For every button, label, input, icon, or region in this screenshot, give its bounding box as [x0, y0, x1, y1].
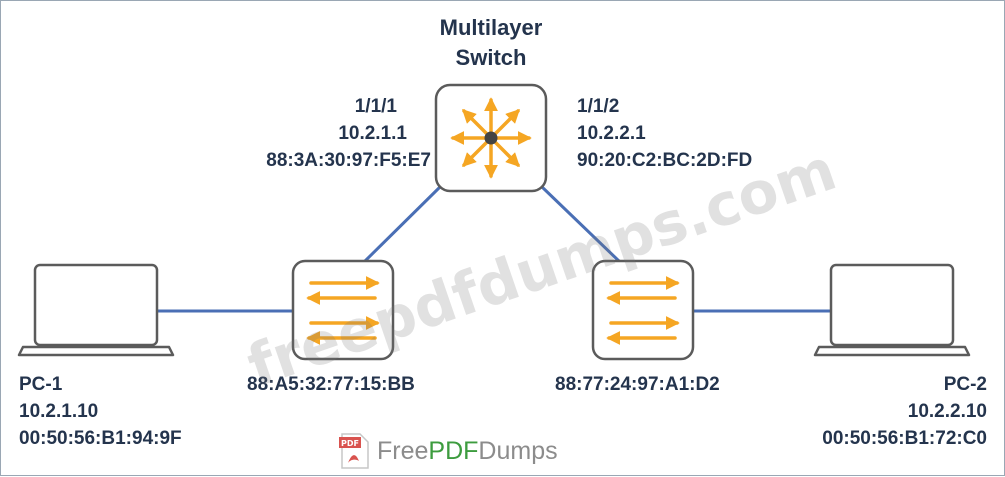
switch-title-line1: Multilayer	[439, 15, 543, 40]
switch-title: Multilayer Switch	[411, 13, 571, 73]
left-port-mac: 88:3A:30:97:F5:E7	[266, 150, 431, 171]
left-port-info: 1/1/1 10.2.1.1 88:3A:30:97:F5:E7	[191, 93, 431, 174]
logo-text-accent: PDF	[428, 436, 479, 465]
pc2-info: PC-2 10.2.2.10 00:50:56:B1:72:C0	[721, 371, 987, 452]
switch-title-line2: Switch	[455, 45, 527, 70]
left-port-name: 1/1/1	[354, 96, 397, 117]
pc2-name: PC-2	[943, 374, 987, 395]
right-port-name: 1/1/2	[577, 96, 620, 117]
right-port-mac: 90:20:C2:BC:2D:FD	[577, 150, 753, 171]
pc1-ip: 10.2.1.10	[19, 401, 99, 422]
logo-text-suffix: Dumps	[478, 436, 558, 465]
link-switch-to-right-access	[539, 184, 623, 265]
right-access-switch-mac: 88:77:24:97:A1:D2	[555, 374, 720, 395]
pdf-file-icon: PDF	[339, 433, 369, 469]
access-switch-icon	[591, 259, 695, 361]
multilayer-switch-icon	[434, 83, 548, 193]
right-port-info: 1/1/2 10.2.2.1 90:20:C2:BC:2D:FD	[567, 93, 752, 174]
pc2-mac: 00:50:56:B1:72:C0	[822, 428, 987, 449]
laptop-icon	[813, 263, 971, 357]
access-switch-icon	[291, 259, 395, 361]
pc1-name: PC-1	[19, 374, 63, 395]
pc2-ip: 10.2.2.10	[907, 401, 987, 422]
watermark-logo-text: FreePDFDumps	[377, 437, 558, 466]
watermark-logo: PDF FreePDFDumps	[339, 433, 558, 469]
left-access-switch-mac: 88:A5:32:77:15:BB	[247, 374, 415, 395]
logo-text-prefix: Free	[377, 436, 429, 465]
left-port-ip: 10.2.1.1	[338, 123, 407, 144]
laptop-icon	[17, 263, 175, 357]
pc1-info: PC-1 10.2.1.10 00:50:56:B1:94:9F	[19, 371, 182, 452]
pc1-mac: 00:50:56:B1:94:9F	[19, 428, 182, 449]
pdf-badge-text: PDF	[341, 439, 359, 448]
right-port-ip: 10.2.2.1	[577, 123, 646, 144]
link-switch-to-left-access	[361, 184, 443, 265]
